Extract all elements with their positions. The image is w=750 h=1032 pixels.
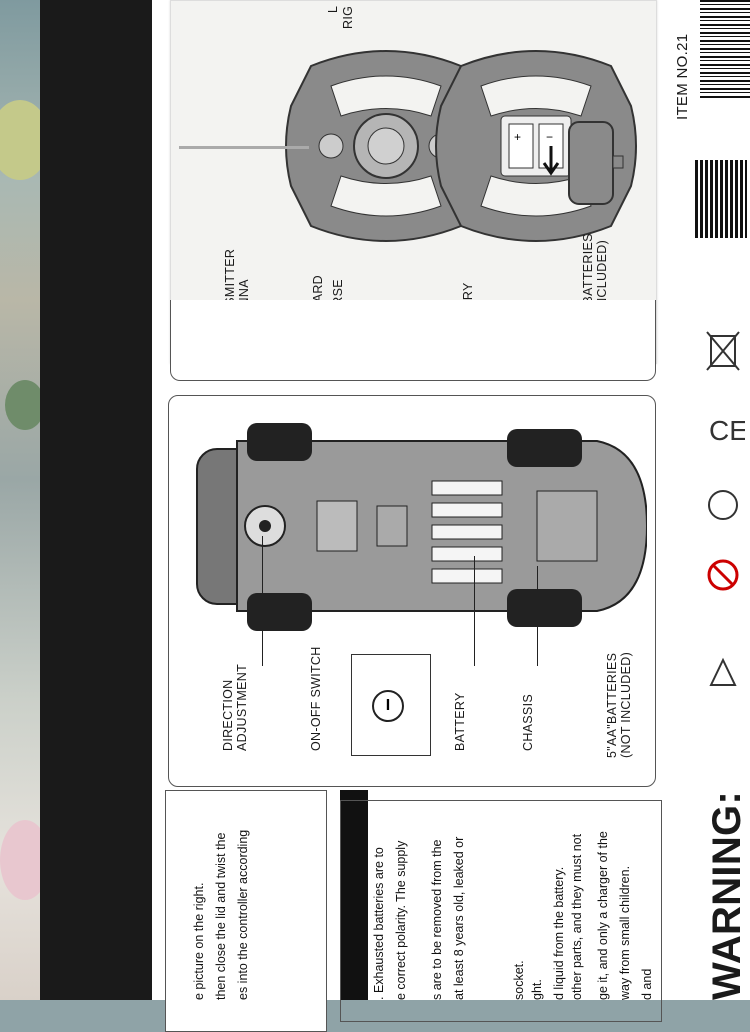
- remote-diagram-sticker: + − TRANSMITTER ANTENNA FORWARD REVERSE …: [170, 0, 657, 364]
- right-label: RIG: [341, 5, 355, 29]
- barcode: [700, 0, 750, 100]
- car-chassis-diagram: [196, 423, 647, 631]
- left-label: L: [326, 5, 340, 13]
- instruction-line: e picture on the right.: [192, 882, 206, 1000]
- chassis-label: CHASSIS: [521, 694, 535, 751]
- warning-heading: WARNING:: [705, 790, 749, 1000]
- instruction-line: e correct polarity. The supply: [394, 840, 408, 1000]
- instruction-line: at least 8 years old, leaked or: [452, 836, 466, 1000]
- leader-line: [262, 536, 263, 666]
- weee-bin-icon: [706, 331, 740, 371]
- leader-line: [474, 556, 475, 666]
- instruction-line: ge it, and only a charger of the: [596, 831, 610, 1000]
- section-header-bar: [340, 790, 368, 1000]
- instruction-line: way from small children.: [618, 865, 632, 1000]
- car-batteries-note: 5"AA"BATTERIES (NOT INCLUDED): [605, 651, 633, 758]
- instruction-line: d liquid from the battery.: [552, 866, 566, 1000]
- instruction-line: . Exhausted batteries are to: [372, 847, 386, 1000]
- svg-text:CE: CE: [709, 415, 745, 446]
- instruction-line: s are to be removed from the: [430, 839, 444, 1001]
- on-off-switch-inset: I: [351, 654, 431, 756]
- item-number: ITEM NO.21: [674, 33, 691, 120]
- instruction-line: then close the lid and twist the: [214, 832, 228, 1000]
- on-off-switch-label: ON-OFF SWITCH: [309, 646, 323, 751]
- battery-cover: [568, 121, 624, 205]
- instructions-top-box: [165, 790, 327, 1032]
- instruction-line: es into the controller according: [236, 829, 250, 1000]
- svg-text:+: +: [514, 130, 521, 144]
- instructions-bottom-box: [340, 800, 662, 1022]
- qr-code: [695, 160, 747, 238]
- instruction-line: socket.: [512, 960, 526, 1000]
- on-off-switch-icon: I: [372, 690, 404, 722]
- compliance-icons: CE: [706, 331, 745, 686]
- direction-adjustment-label: DIRECTION ADJUSTMENT: [221, 663, 249, 751]
- car-battery-label: BATTERY: [453, 692, 467, 751]
- instruction-line: d and: [640, 968, 654, 1000]
- box-edge: [40, 0, 155, 1000]
- svg-text:−: −: [546, 130, 553, 144]
- remote-panel-border: [170, 300, 656, 381]
- car-diagram-panel: I DIRECTION ADJUSTMENT ON-OFF SWITCH BAT…: [168, 395, 656, 787]
- instruction-line: other parts, and they must not: [570, 833, 584, 1000]
- arrow-icon: [542, 146, 560, 176]
- leader-line: [537, 566, 538, 666]
- carpet-pattern: [5, 380, 45, 430]
- antenna-line: [179, 146, 309, 149]
- instruction-line: ght.: [530, 979, 544, 1000]
